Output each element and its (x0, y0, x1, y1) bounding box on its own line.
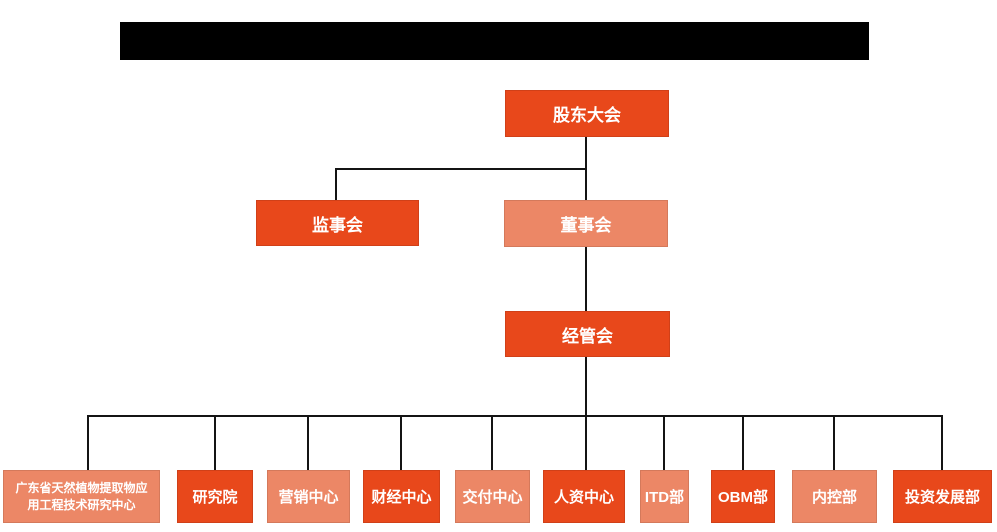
node-label: 交付中心 (462, 489, 523, 506)
connector-dept-drop (87, 415, 89, 470)
node-dept-investment-development: 投资发展部 (893, 470, 992, 523)
node-label: 营销中心 (278, 489, 339, 506)
connector-board-drop (585, 168, 587, 200)
node-label: 内控部 (811, 489, 857, 506)
node-label: 财经中心 (371, 489, 432, 506)
connector-board-to-management (585, 247, 587, 311)
node-board-of-directors: 董事会 (504, 200, 668, 247)
node-label: 人资中心 (553, 489, 614, 506)
node-dept-marketing-center: 营销中心 (267, 470, 350, 523)
node-label: OBM部 (718, 489, 768, 506)
node-label: 监事会 (312, 215, 363, 235)
connector-dept-drop (214, 415, 216, 470)
node-shareholders-meeting: 股东大会 (505, 90, 669, 137)
connector-shareholders-down (585, 137, 587, 168)
node-label: ITD部 (644, 489, 685, 506)
connector-dept-drop (400, 415, 402, 470)
connector-dept-drop (742, 415, 744, 470)
node-management-committee: 经管会 (505, 311, 670, 357)
connector-dept-drop (663, 415, 665, 470)
node-label: 股东大会 (553, 106, 621, 125)
redacted-title-bar (120, 22, 869, 60)
node-dept-research-institute: 研究院 (177, 470, 253, 523)
node-dept-hr-center: 人资中心 (543, 470, 625, 523)
node-dept-delivery-center: 交付中心 (455, 470, 530, 523)
connector-management-to-departments (585, 357, 587, 470)
connector-supervisory-drop (335, 168, 337, 200)
node-dept-internal-control: 内控部 (792, 470, 877, 523)
connector-dept-drop (941, 415, 943, 470)
connector-dept-drop (833, 415, 835, 470)
node-label: 广东省天然植物提取物应用工程技术研究中心 (15, 481, 148, 512)
node-dept-finance-center: 财经中心 (363, 470, 440, 523)
node-label: 投资发展部 (904, 489, 980, 506)
node-supervisory-board: 监事会 (256, 200, 419, 246)
node-label: 研究院 (192, 489, 238, 506)
connector-row2-horizontal (335, 168, 587, 170)
node-dept-obm: OBM部 (711, 470, 775, 523)
node-dept-itd: ITD部 (640, 470, 689, 523)
node-dept-research-center: 广东省天然植物提取物应用工程技术研究中心 (3, 470, 160, 523)
node-label: 董事会 (560, 216, 612, 235)
node-label: 经管会 (562, 326, 613, 346)
connector-dept-drop (307, 415, 309, 470)
connector-departments-rail (87, 415, 943, 417)
connector-dept-drop (491, 415, 493, 470)
